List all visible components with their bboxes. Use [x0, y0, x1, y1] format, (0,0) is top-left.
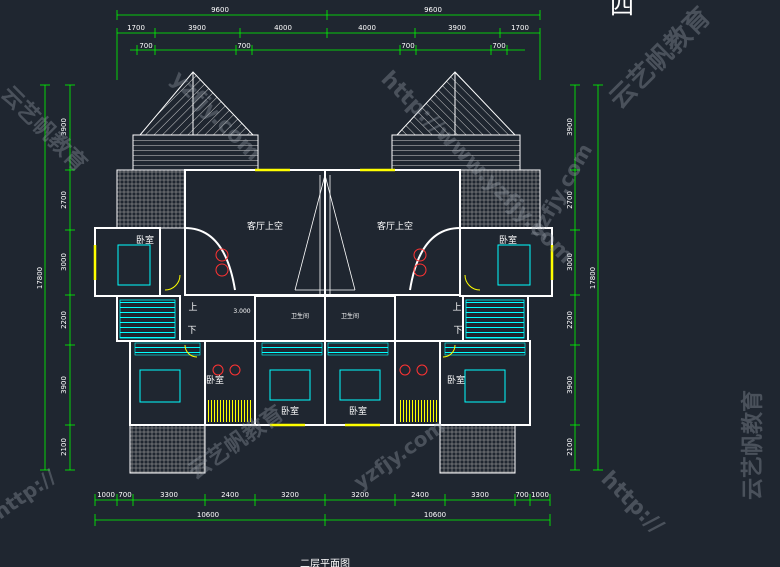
room-label-bathroom-right: 卫生间 — [341, 312, 359, 320]
dim-bottom-j: 1000 — [531, 491, 549, 499]
room-label-bedroom-4: 卧室 — [447, 374, 465, 386]
dim-left-a: 3900 — [60, 118, 68, 136]
dimension-lines — [40, 10, 603, 526]
room-label-bedroom-6: 卧室 — [349, 405, 367, 417]
watermark-8: http:// — [0, 464, 61, 524]
dim-top-2-e: 3900 — [448, 24, 466, 32]
doors — [164, 274, 481, 358]
dim-bottom-a: 1000 — [97, 491, 115, 499]
stair-label-up-left: 上 — [188, 302, 197, 313]
curved-walls — [184, 227, 461, 291]
dim-bottom-b: 700 — [118, 491, 131, 499]
dim-left-total: 17800 — [36, 267, 44, 289]
dim-top-2-d: 4000 — [358, 24, 376, 32]
room-label-bedroom-5: 卧室 — [281, 405, 299, 417]
room-label-living-void-right: 客厅上空 — [377, 220, 413, 232]
watermark-5: http:// — [596, 467, 669, 540]
room-label-bathroom-left: 卫生间 — [291, 312, 309, 320]
beds — [117, 244, 531, 403]
watermark-10: 云艺帆教育 — [740, 390, 766, 500]
dim-top-total-right: 9600 — [424, 6, 442, 14]
drawing-title: 二层平面图 — [300, 558, 350, 567]
elevation-label: 3.000 — [233, 308, 250, 315]
dim-right-total: 17800 — [589, 267, 597, 289]
dim-top-3-a: 700 — [139, 42, 152, 50]
dim-bottom-total-left: 10600 — [197, 511, 219, 519]
stair-label-down-left: 下 — [187, 326, 196, 336]
dim-left-b: 2700 — [60, 191, 68, 209]
fixtures — [212, 248, 428, 376]
dim-right-f: 2100 — [566, 438, 574, 456]
windows — [93, 168, 554, 427]
stairs — [119, 299, 526, 356]
dim-top-3-d: 700 — [492, 42, 505, 50]
dim-right-e: 3900 — [566, 376, 574, 394]
dim-top-2-f: 1700 — [511, 24, 529, 32]
dim-bottom-g: 2400 — [411, 491, 429, 499]
dim-bottom-d: 2400 — [221, 491, 239, 499]
dim-bottom-total-right: 10600 — [424, 511, 446, 519]
dim-bottom-c: 3300 — [160, 491, 178, 499]
room-label-bedroom-3: 卧室 — [206, 374, 224, 386]
dim-left-c: 3000 — [60, 253, 68, 271]
closet-left — [208, 400, 252, 422]
room-label-bedroom-1: 卧室 — [136, 234, 154, 246]
dim-bottom-h: 3300 — [471, 491, 489, 499]
dim-right-c: 3000 — [566, 253, 574, 271]
dim-bottom-i: 700 — [515, 491, 528, 499]
dim-right-b: 2700 — [566, 191, 574, 209]
corner-character: 四 — [610, 0, 634, 20]
void-lines — [294, 174, 356, 295]
dim-top-2-a: 1700 — [127, 24, 145, 32]
room-label-living-void-left: 客厅上空 — [247, 220, 283, 232]
dim-top-2-c: 4000 — [274, 24, 292, 32]
dim-top-total-left: 9600 — [211, 6, 229, 14]
dim-bottom-e: 3200 — [281, 491, 299, 499]
balconies — [116, 169, 541, 474]
watermark-4: 云艺帆教育 — [0, 81, 92, 177]
dim-left-f: 2100 — [60, 438, 68, 456]
dim-left-d: 2200 — [60, 311, 68, 329]
dim-top-3-b: 700 — [237, 42, 250, 50]
dim-right-a: 3900 — [566, 118, 574, 136]
dim-left-e: 3900 — [60, 376, 68, 394]
dim-top-2-b: 3900 — [188, 24, 206, 32]
room-label-bedroom-2: 卧室 — [499, 234, 517, 246]
dim-right-d: 2200 — [566, 311, 574, 329]
stair-label-down-right: 下 — [453, 326, 462, 336]
stair-label-up-right: 上 — [452, 302, 461, 313]
dim-top-3-c: 700 — [401, 42, 414, 50]
roof-left — [132, 71, 259, 171]
closet-right — [398, 400, 438, 422]
dim-bottom-f: 3200 — [351, 491, 369, 499]
